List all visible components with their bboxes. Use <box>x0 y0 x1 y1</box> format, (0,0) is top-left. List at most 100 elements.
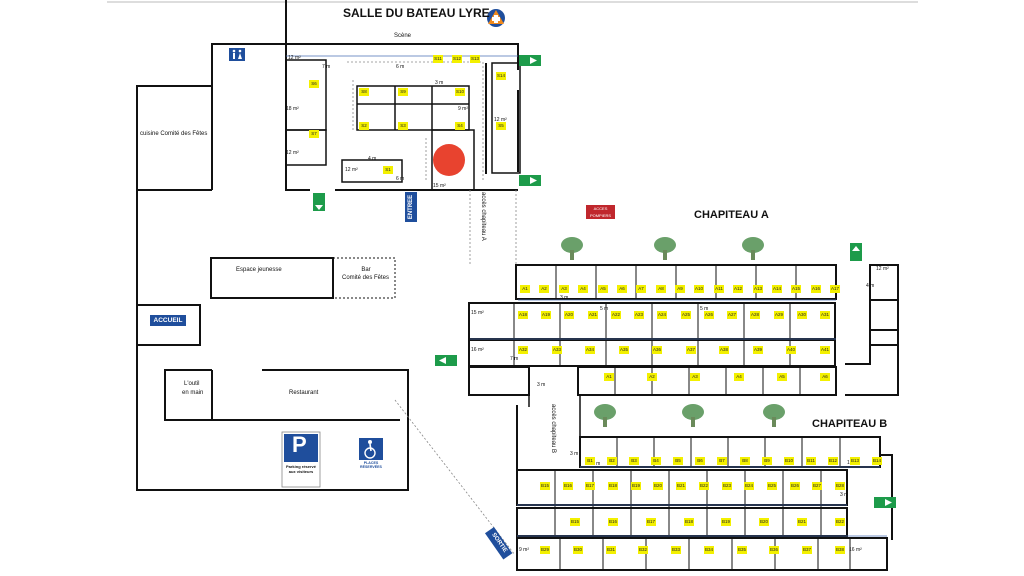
stand-b33: B33 <box>671 546 681 554</box>
stand-s8: S8 <box>359 88 369 96</box>
stand-a22: A22 <box>611 311 621 319</box>
stand-a38: A38 <box>719 346 729 354</box>
exit-sign-icon <box>874 497 896 508</box>
stand-a10: A10 <box>694 285 704 293</box>
stand-a2: A2 <box>647 373 657 381</box>
bar-label: Bar <box>352 267 380 273</box>
stand-s1: S1 <box>383 166 393 174</box>
stand-b26: B26 <box>790 482 800 490</box>
stand-a24: A24 <box>657 311 667 319</box>
stand-a7: A7 <box>636 285 646 293</box>
stand-a32: A32 <box>518 346 528 354</box>
stand-a6: A6 <box>617 285 627 293</box>
stand-a5: A5 <box>777 373 787 381</box>
dim-label: 6 m <box>396 64 405 70</box>
stand-b34: B34 <box>704 546 714 554</box>
stand-a40: A40 <box>786 346 796 354</box>
restroom-icon <box>229 48 245 61</box>
restaurant-label: Restaurant <box>289 390 319 396</box>
stand-a14: A14 <box>772 285 782 293</box>
stand-b16: B16 <box>608 518 618 526</box>
dim-label: 12 m² <box>288 55 301 61</box>
parking-text: Parking réservé aux visiteurs <box>285 464 317 474</box>
chapiteau-b-label: CHAPITEAU B <box>812 418 888 430</box>
stand-a30: A30 <box>797 311 807 319</box>
parking-letter: P <box>292 432 307 457</box>
stand-a21: A21 <box>588 311 598 319</box>
stand-b19: B19 <box>721 518 731 526</box>
accueil-sign: ACCUEIL <box>150 315 186 326</box>
dim-label: 12 m² <box>345 167 358 173</box>
wheelchair-icon <box>359 438 383 460</box>
stand-b37: B37 <box>802 546 812 554</box>
stand-s5: S5 <box>496 122 506 130</box>
stand-a1: A1 <box>520 285 530 293</box>
stand-s14: S14 <box>496 72 506 80</box>
stand-b15: B15 <box>570 518 580 526</box>
stand-s6: S6 <box>309 80 319 88</box>
stand-b6: B6 <box>695 457 705 465</box>
civil-protection-logo <box>487 9 505 27</box>
stand-a3: A3 <box>559 285 569 293</box>
dim-label: 12 m² <box>494 117 507 123</box>
stand-b2: B2 <box>607 457 617 465</box>
red-marker <box>433 144 465 176</box>
stand-b7: B7 <box>717 457 727 465</box>
stand-a17: A17 <box>830 285 840 293</box>
cuisine-label: cuisine Comité des Fêtes <box>140 131 208 137</box>
stand-b4: B4 <box>651 457 661 465</box>
dim-label: 12 m² <box>876 266 889 272</box>
stand-a8: A8 <box>656 285 666 293</box>
stand-b24: B24 <box>744 482 754 490</box>
stand-b38: B38 <box>835 546 845 554</box>
stand-a3: A3 <box>690 373 700 381</box>
dim-label: 7 m <box>510 356 519 362</box>
stand-b18: B18 <box>684 518 694 526</box>
stand-a6: A6 <box>820 373 830 381</box>
stand-s12: S12 <box>452 55 462 63</box>
stand-b10: B10 <box>784 457 794 465</box>
stand-a26: A26 <box>704 311 714 319</box>
tree-icon <box>742 237 764 260</box>
stand-b21: B21 <box>676 482 686 490</box>
stand-s10: S10 <box>455 88 465 96</box>
exit-sign-icon <box>850 243 862 261</box>
stand-a1: A1 <box>604 373 614 381</box>
dim-label: 7 m <box>322 64 331 70</box>
stand-b20: B20 <box>759 518 769 526</box>
stand-a15: A15 <box>791 285 801 293</box>
stand-b29: B29 <box>540 546 550 554</box>
acces-chapiteau-b-label: accès chapiteau B <box>550 404 556 454</box>
espace-jeunesse-label: Espace jeunesse <box>236 267 282 273</box>
stand-a18: A18 <box>518 311 528 319</box>
dim-label: 3 m <box>560 295 569 301</box>
dim-label: 5 m <box>700 306 709 312</box>
stand-a23: A23 <box>634 311 644 319</box>
dim-label: 9 m² <box>458 106 468 112</box>
stand-b27: B27 <box>812 482 822 490</box>
acces-pompiers-sign: ACCES POMPIERS <box>586 205 615 219</box>
dim-label: 3 m <box>537 382 546 388</box>
tree-icon <box>561 237 583 260</box>
exit-sign-icon <box>435 355 457 366</box>
stand-b3: B3 <box>629 457 639 465</box>
handicap-text: PLACES RÉSERVÉES <box>360 461 382 469</box>
stand-a41: A41 <box>820 346 830 354</box>
stand-b15: B15 <box>540 482 550 490</box>
exit-sign-icon <box>519 175 541 186</box>
stand-b11: B11 <box>806 457 816 465</box>
dim-label: 3 m <box>840 492 849 498</box>
tree-icon <box>654 237 676 260</box>
stand-s7: S7 <box>309 130 319 138</box>
acces-chapiteau-a-label: accès chapiteau A <box>480 192 486 241</box>
stand-b35: B35 <box>737 546 747 554</box>
stand-b17: B17 <box>646 518 656 526</box>
stand-a31: A31 <box>820 311 830 319</box>
stand-b16: B16 <box>563 482 573 490</box>
stand-a29: A29 <box>774 311 784 319</box>
stand-b30: B30 <box>573 546 583 554</box>
stand-a20: A20 <box>564 311 574 319</box>
dim-label: 15 m² <box>433 183 446 189</box>
tree-icon <box>763 404 785 427</box>
